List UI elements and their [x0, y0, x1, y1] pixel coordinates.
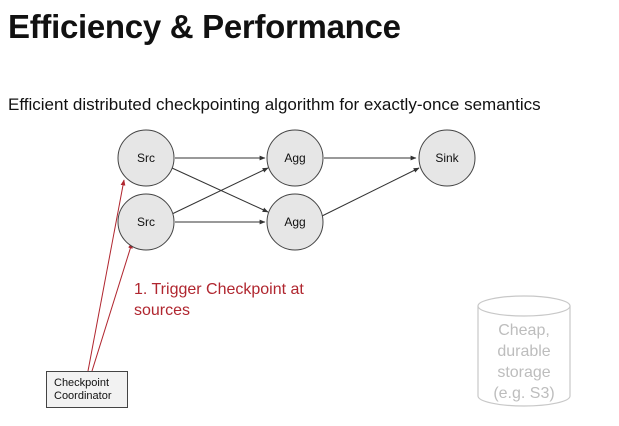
node-agg-1: Agg	[266, 129, 324, 187]
page-title: Efficiency & Performance	[8, 8, 401, 45]
storage-cylinder-icon	[477, 295, 571, 407]
storage-line-4: (e.g. S3)	[493, 385, 555, 402]
edge-src2-agg1	[171, 167, 269, 215]
trigger-arrow-src1	[87, 179, 126, 372]
node-sink: Sink	[418, 129, 476, 187]
node-src-1: Src	[117, 129, 175, 187]
node-src-2: Src	[117, 193, 175, 251]
trigger-arrow-src2	[91, 242, 133, 372]
trigger-checkpoint-label: 1. Trigger Checkpoint at sources	[134, 279, 354, 321]
node-sink-label: Sink	[435, 151, 459, 165]
node-agg-2-label: Agg	[284, 215, 305, 229]
node-src-1-label: Src	[137, 151, 155, 165]
storage-line-2: durable	[497, 343, 551, 360]
node-src-2-label: Src	[137, 215, 155, 229]
storage-line-3: storage	[497, 364, 551, 381]
checkpoint-coordinator-box: Checkpoint Coordinator	[46, 371, 128, 408]
trigger-line-1: 1. Trigger Checkpoint at	[134, 281, 304, 298]
coordinator-line-1: Checkpoint	[54, 376, 110, 389]
page-subtitle: Efficient distributed checkpointing algo…	[8, 95, 541, 114]
storage-line-1: Cheap,	[498, 322, 550, 339]
trigger-line-2: sources	[134, 302, 191, 319]
storage-label: Cheap, durable storage (e.g. S3)	[478, 320, 570, 404]
coordinator-line-2: Coordinator	[54, 389, 112, 402]
edge-agg2-sink	[321, 167, 420, 217]
edge-src1-agg2	[171, 167, 269, 213]
node-agg-1-label: Agg	[284, 151, 305, 165]
node-agg-2: Agg	[266, 193, 324, 251]
